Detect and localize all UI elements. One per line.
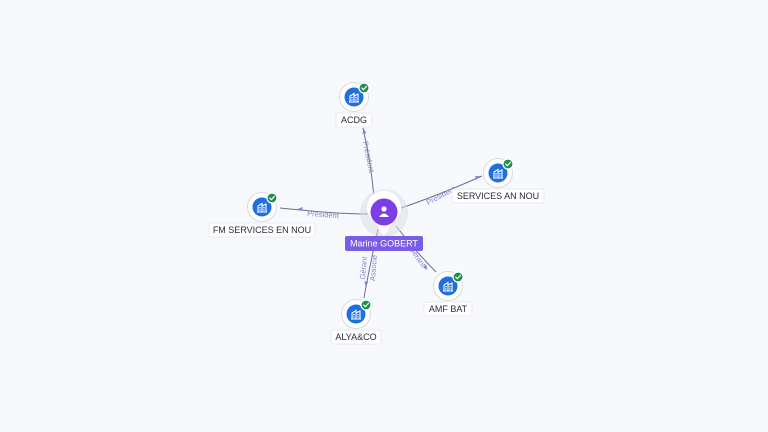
company-label-box — [208, 222, 316, 238]
person-core — [370, 198, 398, 226]
edge-role-label: Associé — [368, 254, 379, 281]
company-name: FM SERVICES EN NOU — [213, 225, 311, 235]
company-label: ACDG — [335, 112, 373, 128]
edge-fm-services-en-nou: Président — [279, 207, 369, 220]
company-node-amf-bat[interactable]: AMF BAT — [423, 271, 473, 317]
verified-check-icon — [502, 158, 514, 170]
company-node-acdg[interactable]: ACDG — [335, 82, 373, 128]
company-label: ALYA&CO — [330, 329, 382, 345]
verified-check-icon — [360, 299, 372, 311]
edge-role-label: Gérant — [358, 255, 369, 280]
company-name: SERVICES AN NOU — [457, 191, 539, 201]
verified-check-icon — [266, 192, 278, 204]
verified-check-icon — [358, 82, 370, 94]
company-label: SERVICES AN NOU — [451, 188, 545, 204]
company-node-alya-co[interactable]: ALYA&CO — [330, 299, 382, 345]
company-name: ACDG — [341, 115, 367, 125]
edge-arrow-icon — [364, 281, 369, 287]
building-icon — [349, 92, 359, 103]
edge-arrow-icon — [422, 264, 428, 271]
company-node-services-an-nou[interactable]: SERVICES AN NOU — [451, 158, 545, 204]
company-label-box — [451, 188, 545, 204]
company-label-box — [330, 329, 382, 345]
person-label-box — [345, 236, 423, 251]
company-label: FM SERVICES EN NOU — [208, 222, 316, 238]
building-icon — [443, 281, 453, 292]
edge-arrow-icon — [297, 207, 303, 211]
edge-line — [362, 127, 375, 198]
building-icon — [257, 202, 267, 213]
company-node-fm-services-en-nou[interactable]: FM SERVICES EN NOU — [208, 192, 316, 238]
company-name: AMF BAT — [429, 304, 468, 314]
building-icon — [351, 309, 361, 320]
person-icon — [379, 206, 389, 217]
edge-arrow-icon — [362, 128, 367, 134]
company-name: ALYA&CO — [335, 332, 376, 342]
company-label-box — [335, 112, 373, 128]
verified-check-icon — [452, 271, 464, 283]
person-label: Marine GOBERT — [345, 236, 423, 251]
edge-arrow-icon — [474, 175, 481, 180]
building-icon — [493, 168, 503, 179]
edge-acdg: Président — [361, 127, 377, 198]
edge-line — [279, 207, 369, 215]
edge-role-label: Président — [307, 209, 340, 220]
company-label: AMF BAT — [423, 301, 473, 317]
edge-role-label: Président — [361, 140, 377, 174]
nodes-layer: ACDG SERVICES AN NOU FM SERVICES EN NOU ALY… — [208, 82, 545, 345]
person-node[interactable]: Marine GOBERT — [345, 189, 423, 251]
person-name: Marine GOBERT — [350, 238, 418, 248]
company-label-box — [423, 301, 473, 317]
